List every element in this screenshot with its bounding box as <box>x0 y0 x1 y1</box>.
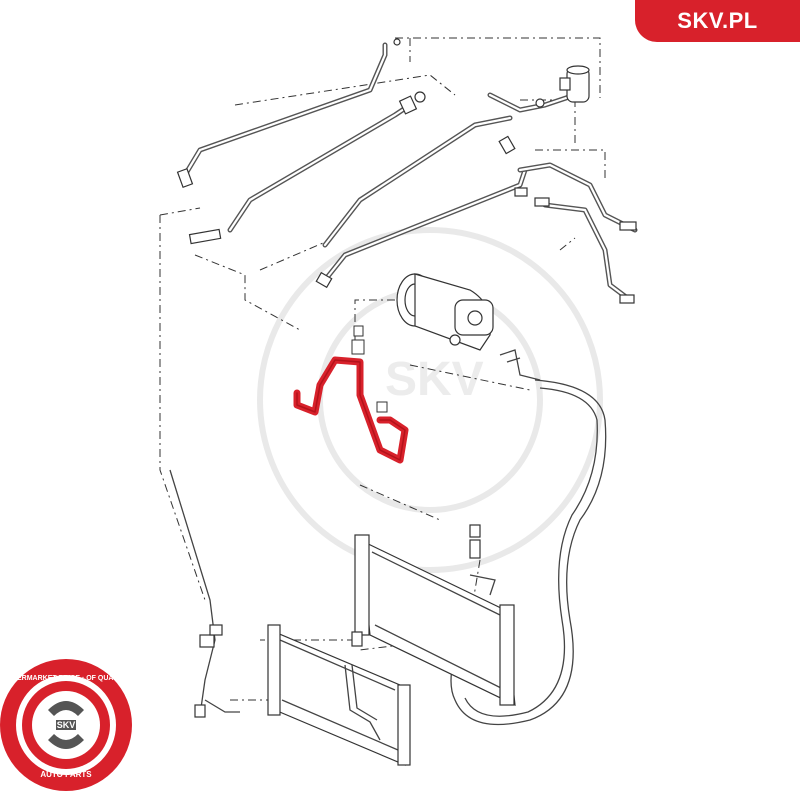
left-pipe <box>169 469 216 716</box>
badge-ring-text-top: AFTERMARKET PRICE · OF QUALITY <box>3 675 129 682</box>
badge-center-text: SKV <box>57 720 76 730</box>
fittings <box>176 38 637 304</box>
brand-tab: SKV.PL <box>635 0 800 42</box>
watermark-text: SKV <box>385 353 484 406</box>
ac-compressor <box>396 273 541 381</box>
receiver-drier <box>559 65 590 103</box>
highlighted-hose <box>293 325 409 464</box>
condenser <box>267 624 411 766</box>
pressure-switch <box>194 624 240 718</box>
radiator <box>354 524 516 707</box>
badge-ring-text-bottom: AUTO PARTS <box>40 770 92 779</box>
skv-badge: AFTERMARKET PRICE · OF QUALITY AUTO PART… <box>0 659 132 791</box>
return-hose <box>450 379 607 726</box>
brand-logo-text: SKV.PL <box>677 8 758 33</box>
upper-pipes <box>182 42 638 303</box>
